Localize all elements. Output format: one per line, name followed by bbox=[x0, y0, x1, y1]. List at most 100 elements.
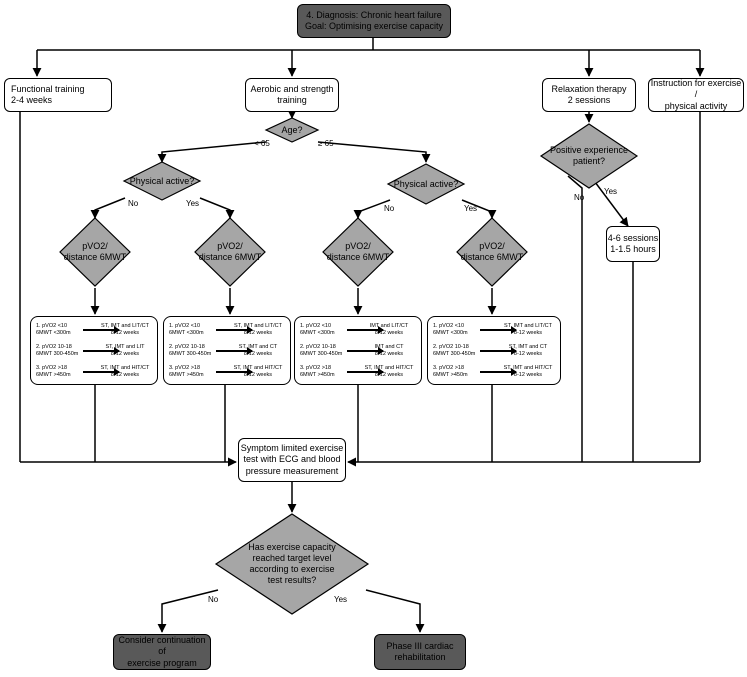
pvo2-3-text: pVO2/ distance 6MWT bbox=[323, 218, 393, 286]
panel4-row1-arrow bbox=[480, 326, 517, 334]
connector-positive-no bbox=[567, 175, 583, 462]
panel4-row1-r2: 8-12 weeks bbox=[513, 330, 543, 337]
panel3-row3-arrow bbox=[347, 368, 384, 376]
panel3-row1-c1: 1. pVO2 <10 bbox=[300, 323, 332, 329]
panel4-row3-c1: 3. pVO2 >18 bbox=[433, 365, 465, 371]
panel3-row1-arrow bbox=[347, 326, 384, 334]
panel1-row3-arrow bbox=[83, 368, 120, 376]
panel4-row2-c2: 6MWT 300-450m bbox=[433, 351, 476, 358]
relaxation-line1: Relaxation therapy bbox=[551, 83, 627, 94]
diamond-age bbox=[264, 117, 320, 143]
age-lt65-label: < 65 bbox=[254, 139, 270, 148]
diagnosis-line1: 4. Diagnosis: Chronic heart failure bbox=[306, 9, 442, 20]
panel4-row3-c2: 6MWT >450m bbox=[433, 372, 468, 379]
panel2-row1-c2: 6MWT <300m bbox=[169, 330, 204, 337]
panel3-row1-c2: 6MWT <300m bbox=[300, 330, 335, 337]
panel4-row1-c2: 6MWT <300m bbox=[433, 330, 468, 337]
pvo2-4-line2: distance 6MWT bbox=[460, 252, 524, 262]
physical-active-1-text: Physical active? bbox=[124, 162, 200, 200]
arrow-age-ge65 bbox=[317, 141, 431, 163]
capacity-line3: according to exercise bbox=[249, 564, 335, 574]
panel3-row1-r1: IMT and LIT/CT bbox=[369, 323, 409, 329]
panel3-row3-c2: 6MWT >450m bbox=[300, 372, 335, 379]
panel3-row3-c1: 3. pVO2 >18 bbox=[300, 365, 332, 371]
relaxation-line2: 2 sessions bbox=[567, 95, 611, 105]
panel4-row3-arrow bbox=[480, 368, 517, 376]
aerobic-line1: Aerobic and strength bbox=[250, 83, 334, 94]
panel4-row2-arrow bbox=[480, 347, 517, 355]
symptom-test-box: Symptom limited exercise test with ECG a… bbox=[238, 438, 346, 482]
panel1-row2-r1: ST, IMT and LIT bbox=[105, 344, 145, 350]
diamond-physical-active-2 bbox=[386, 163, 466, 205]
panel4-row2-r2: 8-12 weeks bbox=[513, 351, 543, 358]
panel2-row1-arrow bbox=[216, 326, 253, 334]
pvo2-4-line1: pVO2/ bbox=[479, 241, 505, 252]
panel4-row1-c1: 1. pVO2 <10 bbox=[433, 323, 465, 329]
symptom-line2: test with ECG and blood bbox=[243, 454, 341, 465]
pvo2-2-text: pVO2/ distance 6MWT bbox=[195, 218, 265, 286]
diamond-pvo2-2 bbox=[194, 217, 266, 287]
panel1-row2-arrow bbox=[83, 347, 120, 355]
phase3-rehab-box: Phase III cardiac rehabilitation bbox=[374, 634, 466, 670]
positive-experience-text: Positive experience patient? bbox=[541, 124, 637, 188]
consider-continuation-box: Consider continuation of exercise progra… bbox=[113, 634, 211, 670]
panel4-row3-r1: ST, IMT and HIT/CT bbox=[503, 365, 553, 371]
panel2-row3-c2: 6MWT >450m bbox=[169, 372, 204, 379]
panel1-row1-c2: 6MWT <300m bbox=[36, 330, 71, 337]
phase3-line2: rehabilitation bbox=[394, 652, 446, 662]
pa2-yes-label: Yes bbox=[464, 204, 478, 213]
pvo2-2-line1: pVO2/ bbox=[217, 241, 243, 252]
panel2-row1-r1: ST, IMT and LIT/CT bbox=[234, 323, 282, 329]
diagnosis-line2: Goal: Optimising exercise capacity bbox=[304, 21, 444, 31]
arrow-pa2-no bbox=[353, 199, 391, 219]
aerobic-line2: training bbox=[277, 95, 307, 105]
panel1-row3-c1: 3. pVO2 >18 bbox=[36, 365, 68, 371]
panel1-row1-r2: 8-12 weeks bbox=[110, 330, 140, 337]
symptom-line3: pressure measurement bbox=[245, 465, 339, 476]
diamond-positive-experience bbox=[539, 123, 639, 189]
panel1-row1-arrow bbox=[83, 326, 120, 334]
panel2-row3-r2: 8-12 weeks bbox=[243, 372, 273, 379]
panel2-row2-c1: 2. pVO2 10-18 bbox=[169, 344, 205, 350]
panel1-row3-c2: 6MWT >450m bbox=[36, 372, 71, 379]
pa2-no-label: No bbox=[384, 204, 395, 213]
arrow-pa1-yes bbox=[199, 197, 235, 219]
panel3-row2-arrow bbox=[347, 347, 384, 355]
panel1-row2-c1: 2. pVO2 10-18 bbox=[36, 344, 72, 350]
panel2-row2-arrow bbox=[216, 347, 253, 355]
panel3-row2-r2: 8-12 weeks bbox=[374, 351, 404, 358]
consider-line1: Consider continuation of bbox=[118, 635, 206, 657]
capacity-question-text: Has exercise capacity reached target lev… bbox=[226, 530, 358, 598]
panel1-row3-r1: ST, IMT and HIT/CT bbox=[100, 365, 150, 371]
positive-yes-label: Yes bbox=[604, 187, 618, 196]
panel2-row3-r1: ST, IMT and HIT/CT bbox=[233, 365, 283, 371]
functional-training-box: Functional training 2-4 weeks bbox=[4, 78, 112, 112]
arrow-pa2-yes bbox=[461, 199, 497, 219]
panel2-row3-arrow bbox=[216, 368, 253, 376]
panel2-row1-c1: 1. pVO2 <10 bbox=[169, 323, 201, 329]
